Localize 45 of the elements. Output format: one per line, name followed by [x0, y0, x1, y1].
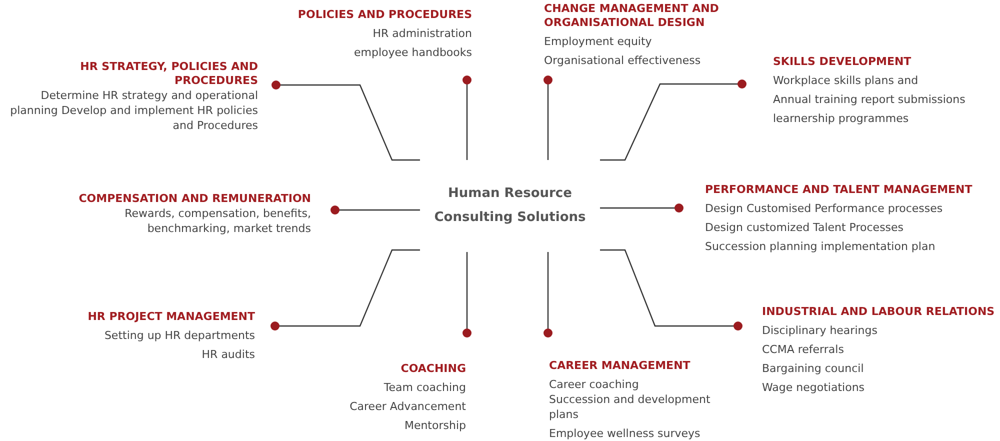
service-item: Employment equity — [544, 34, 652, 49]
category-heading: COACHING — [400, 362, 466, 376]
service-item: Design customized Talent Processes — [705, 220, 904, 235]
service-item: HR audits — [202, 347, 255, 362]
service-item: Career coaching — [549, 377, 640, 392]
service-item: Workplace skills plans and — [773, 73, 918, 88]
category-heading: POLICIES AND PROCEDURES — [298, 8, 472, 22]
service-item: Rewards, compensation, benefits, benchmarking, market trends — [124, 206, 311, 236]
service-item: HR administration — [372, 26, 472, 41]
service-item: CCMA referrals — [762, 342, 844, 357]
category-heading: PERFORMANCE AND TALENT MANAGEMENT — [705, 183, 972, 197]
category-heading: HR PROJECT MANAGEMENT — [88, 310, 255, 324]
service-item: learnership programmes — [773, 111, 909, 126]
service-item: Wage negotiations — [762, 380, 865, 395]
service-item: Bargaining council — [762, 361, 864, 376]
connector-line — [544, 252, 552, 338]
connector-line — [330, 206, 420, 214]
service-item: Succession planning implementation plan — [705, 239, 936, 254]
service-item: Annual training report submissions — [773, 92, 966, 107]
service-item: employee handbooks — [354, 45, 472, 60]
service-item: Setting up HR departments — [104, 328, 255, 343]
category-heading: COMPENSATION AND REMUNERATION — [78, 192, 311, 206]
connector-line — [462, 76, 472, 160]
service-item: Mentorship — [404, 418, 466, 433]
service-item: Organisational effectiveness — [544, 53, 701, 68]
service-item: Employee wellness surveys — [549, 426, 702, 441]
service-item: Determine HR strategy and operational planning Develop and implement HR policies and Procedures — [9, 88, 258, 133]
category-heading: CHANGE MANAGEMENT AND ORGANISATIONAL DESIGN — [544, 2, 720, 30]
service-item: Team coaching — [384, 380, 466, 395]
category-heading: SKILLS DEVELOPMENT — [773, 55, 912, 69]
hub-title: Human Resource Consulting Solutions — [433, 185, 587, 227]
connector-line — [544, 76, 552, 160]
connector-line — [600, 249, 742, 330]
category-heading: HR STRATEGY, POLICIES AND PROCEDURES — [79, 60, 258, 88]
category-heading: CAREER MANAGEMENT — [549, 359, 690, 373]
connector-line — [270, 249, 420, 330]
service-item: Succession and development plans — [549, 392, 712, 422]
connector-line — [600, 80, 746, 161]
service-item: Design Customised Performance processes — [705, 201, 943, 216]
service-item: Disciplinary hearings — [762, 323, 878, 338]
connector-line — [600, 204, 684, 212]
category-heading: INDUSTRIAL AND LABOUR RELATIONS — [762, 305, 995, 319]
service-item: Career Advancement — [350, 399, 466, 414]
connector-line — [272, 80, 420, 161]
connector-line — [462, 252, 472, 338]
